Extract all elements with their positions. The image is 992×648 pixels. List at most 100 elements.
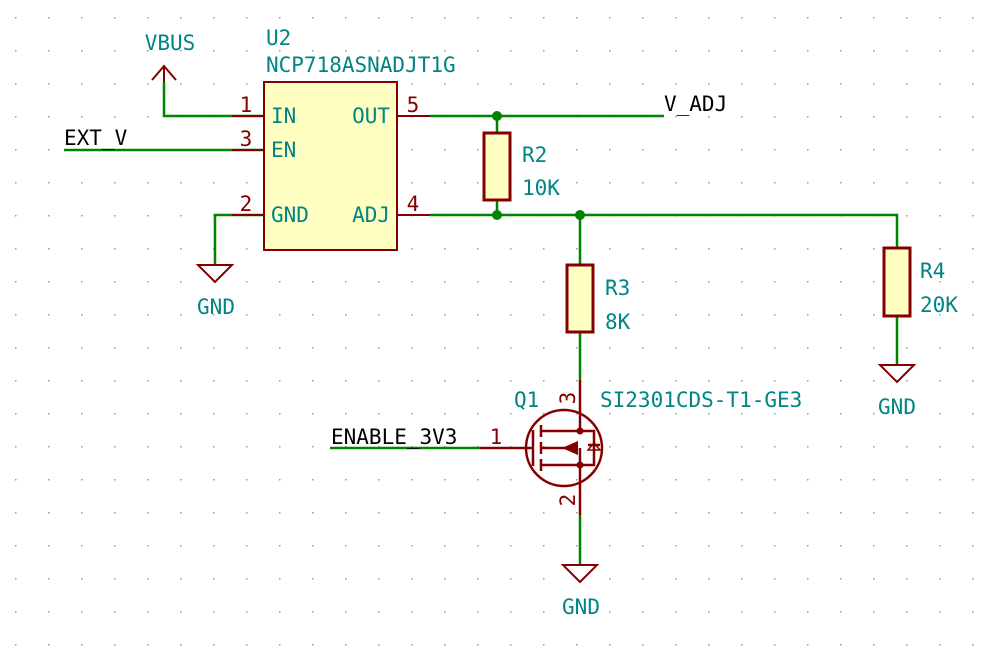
grid-dot (609, 281, 611, 283)
grid-dot (114, 314, 116, 316)
grid-dot (840, 644, 842, 646)
q1-pmosfet[interactable]: Q1 SI2301CDS-T1-GE3 1 3 2 (480, 380, 802, 515)
grid-dot (444, 149, 446, 151)
grid-dot (774, 446, 776, 448)
grid-dot (510, 512, 512, 514)
grid-dot (378, 644, 380, 646)
u2-pin-num-in: 1 (240, 93, 253, 117)
grid-dot (81, 215, 83, 217)
grid-dot (741, 116, 743, 118)
grid-dot (675, 116, 677, 118)
grid-dot (675, 446, 677, 448)
grid-dot (774, 182, 776, 184)
gnd-icon (560, 564, 600, 584)
grid-dot (675, 17, 677, 19)
grid-dot (147, 17, 149, 19)
grid-dot (411, 413, 413, 415)
grid-dot (543, 314, 545, 316)
q1-pin-gate: 1 (490, 425, 503, 449)
grid-dot (906, 545, 908, 547)
grid-dot (477, 380, 479, 382)
grid-dot (213, 578, 215, 580)
grid-dot (48, 281, 50, 283)
net-label-enable-3v3[interactable]: ENABLE_3V3 (331, 425, 457, 449)
grid-dot (147, 479, 149, 481)
grid-dot (246, 512, 248, 514)
u2-regulator[interactable]: U2 NCP718ASNADJT1G IN EN GND OUT ADJ 1 3… (232, 26, 456, 251)
grid-dot (873, 83, 875, 85)
grid-dot (972, 512, 974, 514)
grid-dot (444, 644, 446, 646)
grid-dot (411, 347, 413, 349)
grid-dot (873, 116, 875, 118)
grid-dot (114, 182, 116, 184)
grid-dot (246, 446, 248, 448)
r3-resistor[interactable]: R3 8K (565, 263, 631, 334)
grid-dot (411, 149, 413, 151)
gnd-symbol-q1[interactable]: GND (560, 564, 600, 619)
grid-dot (213, 512, 215, 514)
grid-dot (246, 347, 248, 349)
grid-dot (180, 413, 182, 415)
wire-u2-gnd (213, 213, 264, 265)
grid-dot (345, 413, 347, 415)
grid-dot (15, 512, 17, 514)
grid-dot (873, 149, 875, 151)
net-label-v-adj[interactable]: V_ADJ (664, 92, 727, 116)
grid-dot (444, 413, 446, 415)
grid-dot (708, 380, 710, 382)
grid-dot (774, 281, 776, 283)
grid-dot (378, 578, 380, 580)
grid-dot (906, 215, 908, 217)
grid-dot (444, 314, 446, 316)
grid-dot (774, 479, 776, 481)
grid-dot (609, 248, 611, 250)
grid-dot (246, 17, 248, 19)
grid-dot (312, 545, 314, 547)
grid-dot (939, 512, 941, 514)
grid-dot (642, 281, 644, 283)
grid-dot (510, 281, 512, 283)
r4-resistor[interactable]: R4 20K (882, 246, 958, 318)
grid-dot (411, 182, 413, 184)
grid-dot (81, 83, 83, 85)
u2-pin-name-out: OUT (352, 104, 390, 128)
r2-resistor[interactable]: R2 10K (482, 131, 560, 202)
grid-dot (147, 644, 149, 646)
grid-dot (147, 446, 149, 448)
grid-dot (708, 479, 710, 481)
grid-dot (411, 479, 413, 481)
grid-dot (345, 479, 347, 481)
grid-dot (675, 380, 677, 382)
grid-dot (411, 83, 413, 85)
grid-dot (939, 182, 941, 184)
grid-dot (741, 446, 743, 448)
grid-dot (15, 182, 17, 184)
grid-dot (543, 149, 545, 151)
gnd-symbol-r4[interactable]: GND (877, 364, 917, 419)
grid-dot (444, 182, 446, 184)
grid-dot (906, 578, 908, 580)
grid-dot (774, 380, 776, 382)
grid-dot (312, 512, 314, 514)
grid-dot (906, 116, 908, 118)
grid-dot (114, 50, 116, 52)
grid-dot (345, 314, 347, 316)
grid-dot (114, 215, 116, 217)
grid-dot (741, 83, 743, 85)
grid-dot (477, 83, 479, 85)
grid-dot (873, 413, 875, 415)
grid-dot (906, 50, 908, 52)
net-label-ext-v[interactable]: EXT_V (64, 126, 128, 150)
gnd-symbol-u2[interactable]: GND (195, 264, 235, 319)
grid-dot (345, 17, 347, 19)
grid-dot (477, 347, 479, 349)
grid-dot (642, 644, 644, 646)
grid-dot (576, 248, 578, 250)
grid-dot (609, 50, 611, 52)
grid-dot (147, 413, 149, 415)
grid-dot (114, 281, 116, 283)
grid-dot (675, 578, 677, 580)
grid-dot (477, 149, 479, 151)
vbus-power-symbol[interactable]: VBUS (145, 31, 196, 82)
